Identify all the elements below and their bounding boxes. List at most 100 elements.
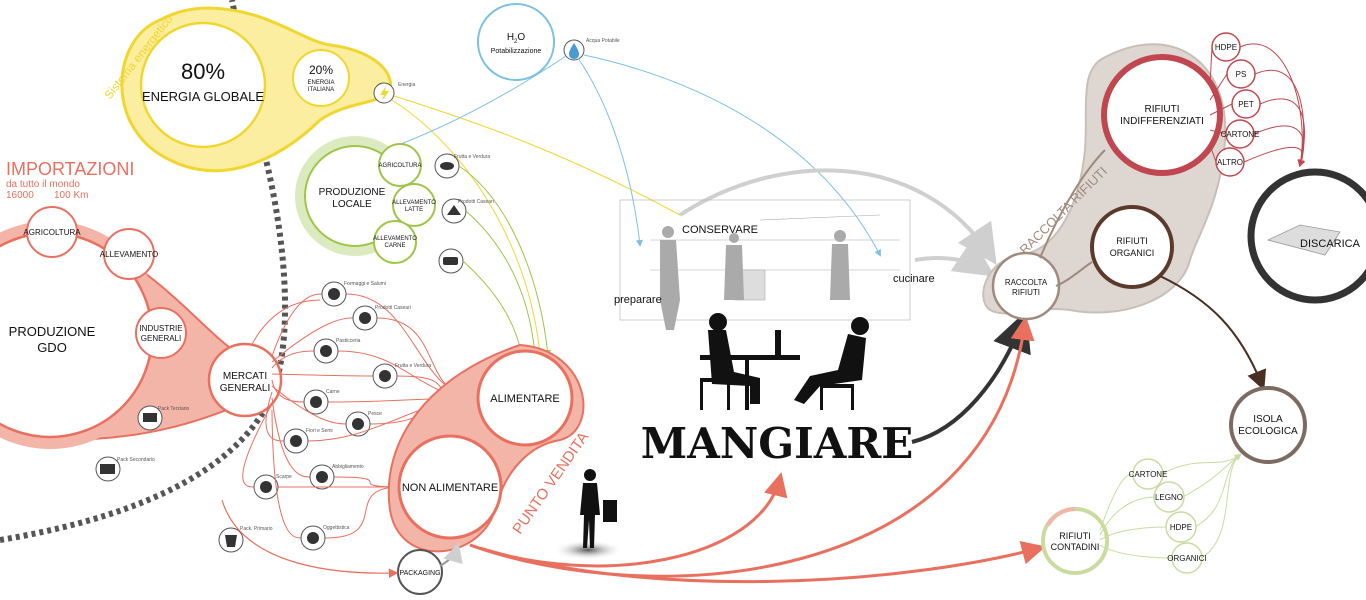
alimentare-node[interactable] (476, 349, 574, 447)
farm-type-node[interactable] (1153, 481, 1185, 513)
contadini-label-1: RIFIUTI (1059, 531, 1091, 541)
farm-type-node[interactable] (1165, 511, 1197, 543)
water-h2o: H2O (507, 32, 526, 45)
market-link-line (265, 391, 285, 442)
vegetable-crate-icon (440, 162, 454, 170)
farm-type-node[interactable] (1132, 458, 1164, 490)
italian-energy-pct: 20% (309, 63, 333, 77)
pallet-icon (143, 413, 157, 422)
waste-type-link (1209, 129, 1227, 135)
markets-label-1: MERCATI (223, 371, 267, 382)
market-product-label: Prodotti Caseari (375, 305, 411, 311)
farm-type-label: LEGNO (1155, 493, 1183, 502)
cucinare-label: cucinare (893, 273, 935, 285)
discarica-label: DISCARICA (1300, 238, 1361, 250)
water-label: Potabilizzazione (491, 48, 542, 55)
local-carne-label-1: ALLEVAMENTO (373, 236, 417, 242)
diners-silhouette-icon (700, 313, 869, 410)
local-label-1: PRODUZIONE (319, 187, 386, 198)
isola-node[interactable] (1229, 386, 1307, 464)
kitchen-people-icon (660, 226, 850, 330)
box-icon (100, 464, 115, 474)
farm-type-link (1099, 544, 1174, 559)
global-energy-label: ENERGIA GLOBALE (142, 89, 264, 104)
waste-type-label: CARTONE (1221, 130, 1260, 139)
market-product-label: Carne (326, 389, 340, 395)
cooking-arrow-2 (914, 237, 995, 277)
farm-to-isola-line (1182, 453, 1242, 498)
waste-to-discarica-line (1243, 146, 1306, 167)
waste-type-node[interactable] (1225, 119, 1255, 149)
non-alimentare-node[interactable] (397, 434, 503, 540)
organici-node[interactable] (1090, 205, 1174, 289)
market-product-label: Abbigliamento (332, 464, 364, 470)
market-link-line (271, 373, 374, 377)
farm-type-label: HDPE (1170, 523, 1192, 532)
waste-type-node[interactable] (1231, 89, 1261, 119)
pack-terziario-label: Pack Terziario (158, 406, 190, 412)
gdo-label-1: PRODUZIONE (9, 324, 96, 339)
waste-type-node[interactable] (1215, 147, 1245, 177)
waste-type-link (1209, 144, 1217, 163)
farm-type-link (1099, 496, 1156, 536)
waste-to-discarica-line (1259, 98, 1305, 167)
global-energy-pct: 80% (181, 59, 225, 84)
raccolta-to-organici-line (1055, 261, 1093, 287)
market-link-line (271, 379, 305, 403)
market-link-line (242, 403, 273, 488)
imports-dist-1: 16000 (6, 190, 34, 201)
gdo-allevamento-node[interactable] (103, 228, 155, 280)
organici-label-1: RIFIUTI (1116, 236, 1148, 246)
gdo-agricoltura-node[interactable] (26, 206, 78, 258)
market-product-label: Oggettistica (323, 525, 350, 531)
farm-to-isola-line (1200, 453, 1242, 559)
farm-type-node[interactable] (1171, 542, 1203, 574)
market-link-line (271, 409, 302, 539)
market-product-label: Fiori e Semi (306, 428, 333, 434)
market-product-label: Frutta e Verdura (395, 363, 431, 369)
gdo-industrie-node[interactable] (135, 307, 187, 359)
local-label-2: LOCALE (332, 199, 372, 210)
local-line (462, 260, 525, 358)
product-icon (260, 481, 272, 493)
organici-label-2: ORGANICI (1110, 248, 1155, 258)
local-latte-label-1: ALLEVAMENTO (392, 200, 436, 206)
local-line (465, 210, 539, 357)
italian-energy-node[interactable] (292, 49, 350, 107)
market-link-line (271, 397, 311, 478)
waste-type-label: ALTRO (1217, 158, 1243, 167)
dotted-border-left (0, 0, 288, 543)
waste-type-link (1209, 73, 1228, 101)
waste-type-node[interactable] (1211, 32, 1241, 62)
markets-node[interactable] (207, 342, 283, 418)
waste-type-node[interactable] (1226, 59, 1256, 89)
water-node[interactable] (477, 3, 555, 81)
market-link-line (271, 317, 354, 363)
farm-type-link (1099, 473, 1135, 531)
local-agricoltura-node[interactable] (378, 143, 422, 187)
shopper-figure-icon (580, 469, 617, 548)
global-energy-node[interactable] (139, 21, 267, 149)
gdo-agricoltura-label: AGRICOLTURA (23, 228, 81, 237)
local-agricoltura-label: AGRICOLTURA (379, 163, 422, 169)
raccolta-node-label-2: RIFIUTI (1012, 288, 1040, 297)
market-to-store-line (324, 483, 402, 539)
imports-title: IMPORTAZIONI (6, 159, 134, 179)
raccolta-node[interactable] (991, 251, 1061, 321)
waste-type-label: PS (1236, 70, 1247, 79)
product-icon (310, 396, 322, 408)
local-caseari-label: Prodotti Caseari (458, 199, 494, 205)
contadini-label-2: CONTADINI (1051, 542, 1100, 552)
isola-label-2: ECOLOGICA (1238, 426, 1298, 437)
waste-to-discarica-line (1254, 69, 1305, 167)
isola-label-1: ISOLA (1253, 414, 1283, 425)
product-icon (307, 532, 319, 544)
local-latte-node[interactable] (392, 183, 436, 227)
gdo-label-2: GDO (37, 340, 67, 355)
local-carne-node[interactable] (373, 220, 417, 264)
store-to-contadini-arrow (479, 540, 1046, 584)
energy-icon-label: Energia (398, 82, 415, 88)
indifferenziati-node[interactable] (1101, 54, 1223, 176)
